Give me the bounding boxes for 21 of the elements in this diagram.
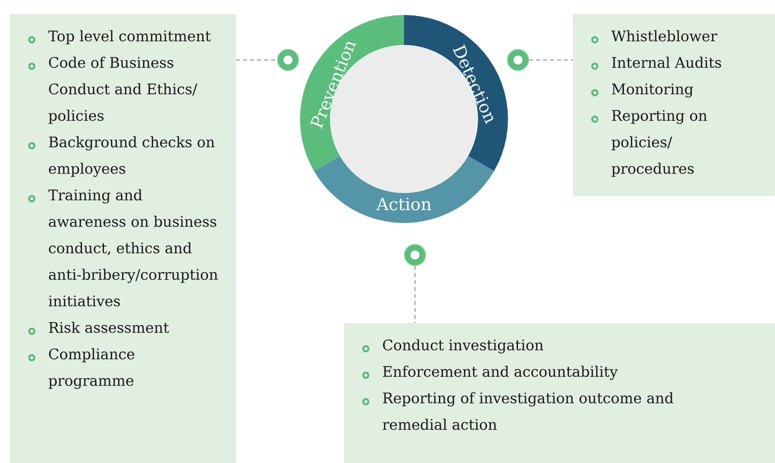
ring-marker xyxy=(277,49,299,71)
list-box xyxy=(344,323,775,463)
list-item: Internal Audits xyxy=(612,56,722,68)
list-item: Compliance programme xyxy=(48,348,134,389)
list-item: Conduct investigation xyxy=(383,339,544,354)
list-item: Risk assessment xyxy=(49,322,169,333)
list-item: Monitoring xyxy=(612,84,694,98)
list-item: Background checks on employees xyxy=(48,136,215,177)
list-item: Training and awareness on business conduct, ethics and anti-bribery/corruption initiatives xyxy=(48,189,218,306)
list-item: Reporting on policies/ procedures xyxy=(612,110,707,177)
list-item: Whistleblower xyxy=(611,30,718,42)
list-box xyxy=(573,14,775,196)
segment-label: Action xyxy=(376,198,432,210)
list-item: Enforcement and accountability xyxy=(383,366,618,380)
list-box xyxy=(10,14,236,463)
connector-line xyxy=(414,266,416,324)
list-item: Reporting of investigation outcome and remedial action xyxy=(382,392,674,430)
list-item: Code of Business Conduct and Ethics/ policies xyxy=(48,56,198,124)
ring-marker xyxy=(507,49,529,71)
ring-marker xyxy=(404,244,426,266)
list-item: Top level commitment xyxy=(48,30,211,44)
